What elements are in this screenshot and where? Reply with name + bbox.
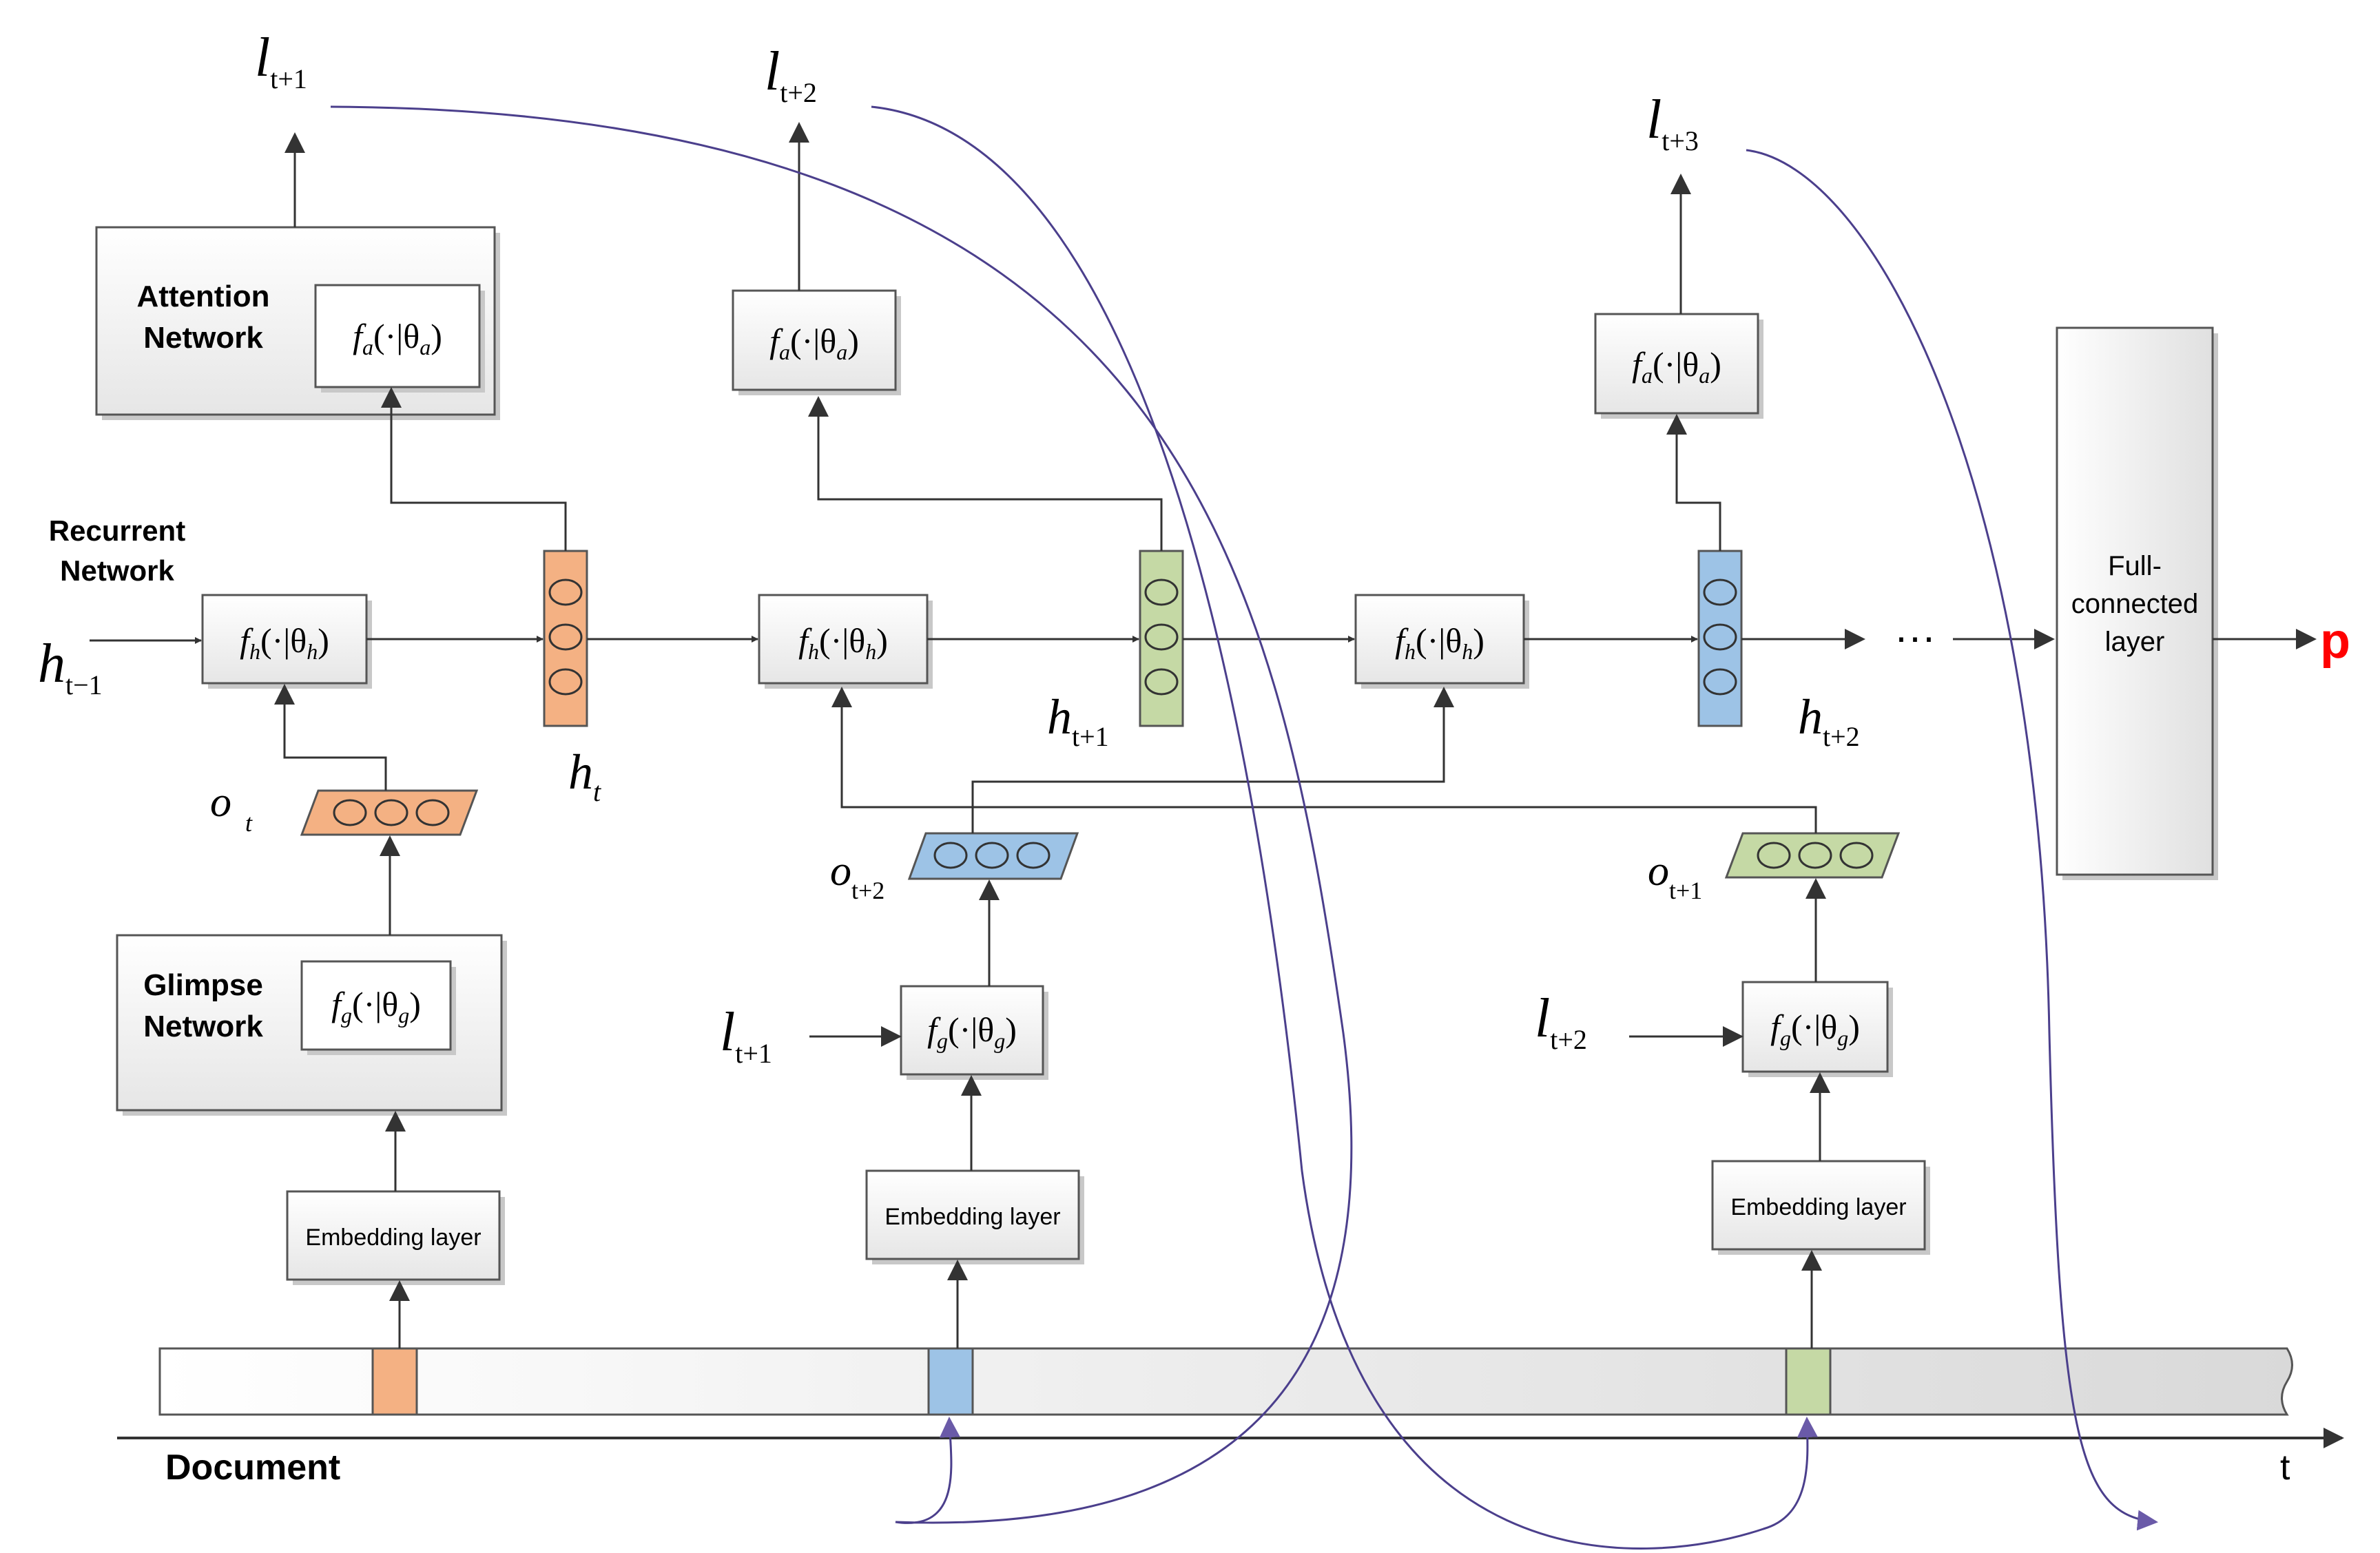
full-connected-label-1: Full-: [2108, 551, 2162, 581]
glimpse-network-label-1: Glimpse: [143, 968, 263, 1002]
attention-network-label-1: Attention: [136, 280, 269, 313]
fh-box-2: fh(·|θh): [758, 594, 933, 689]
curve-l-t1: [330, 105, 1353, 1524]
curve-l-t2: [871, 105, 1818, 1550]
full-connected-layer: Full- connected layer: [2056, 326, 2218, 880]
glimpse-network-label-2: Network: [143, 1010, 263, 1043]
fh-box-1: fh(·|θh): [201, 594, 372, 689]
hidden-state-ht2: [1697, 550, 1743, 727]
embedding-layer-2: Embedding layer: [865, 1169, 1084, 1264]
attention-network-box: Attention Network fa(·|θa): [95, 226, 500, 420]
fg-box-2: fg(·|θg): [900, 985, 1048, 1080]
l-t1-top-label: lt+1: [255, 28, 307, 94]
document-bar: [158, 1347, 2293, 1416]
glimpse-network-box: Glimpse Network fg(·|θg): [116, 934, 507, 1116]
document-segment-orange: [371, 1347, 418, 1416]
full-connected-label-3: layer: [2105, 627, 2165, 657]
h-tm1-label: ht−1: [38, 634, 103, 700]
hidden-state-ht: [543, 550, 588, 727]
ellipsis: ···: [1894, 614, 1936, 660]
document-segment-green: [1785, 1347, 1832, 1416]
fg-box-3: fg(·|θg): [1741, 981, 1893, 1077]
attention-network-label-2: Network: [143, 321, 263, 355]
recurrent-network-label-1: Recurrent: [49, 514, 185, 547]
hidden-state-ht1: [1139, 550, 1184, 727]
embedding-layer-label-2: Embedding layer: [884, 1204, 1060, 1230]
l-t3-top-label: lt+3: [1646, 90, 1699, 156]
embedding-layer-label-3: Embedding layer: [1730, 1194, 1906, 1220]
l-t1-input-label: lt+1: [720, 1002, 772, 1069]
l-t2-input-label: lt+2: [1535, 988, 1587, 1055]
full-connected-label-2: connected: [2071, 589, 2199, 619]
h-t1-label: ht+1: [1047, 689, 1109, 752]
fa-label-1: fa(·|θa): [353, 317, 442, 359]
embedding-layer-1: Embedding layer: [286, 1190, 505, 1285]
h-t2-label: ht+2: [1798, 689, 1860, 752]
o-t1-label: ot+1: [1648, 848, 1702, 904]
observation-ot2: [907, 832, 1079, 880]
embedding-layer-label-1: Embedding layer: [305, 1224, 481, 1251]
curve-l-t3: [1746, 149, 2158, 1531]
time-axis-label: t: [2280, 1448, 2290, 1488]
fh-box-3: fh(·|θh): [1354, 594, 1529, 689]
l-t2-top-label: lt+2: [765, 41, 817, 108]
output-p-label: p: [2320, 614, 2350, 669]
document-segment-blue: [927, 1347, 974, 1416]
fh-label-1: fh(·|θh): [240, 621, 329, 664]
o-t2-label: ot+2: [830, 848, 884, 904]
document-label: Document: [165, 1448, 340, 1488]
recurrent-network-label-2: Network: [60, 554, 174, 587]
observation-ot1: [1724, 832, 1901, 879]
fa-box-2: fa(·|θa): [732, 289, 901, 395]
embedding-layer-3: Embedding layer: [1711, 1160, 1930, 1255]
observation-ot: [300, 789, 479, 836]
fa-box-3: fa(·|θa): [1594, 313, 1763, 419]
h-t-label: ht: [568, 744, 601, 807]
